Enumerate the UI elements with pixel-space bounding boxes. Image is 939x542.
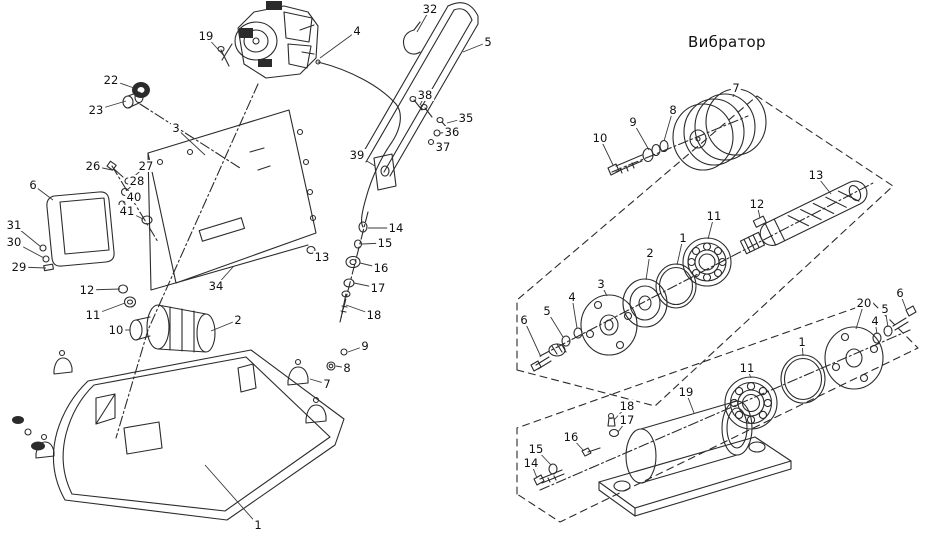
- part-number-label: 39: [348, 147, 366, 162]
- vibrator-pulley: [672, 88, 767, 171]
- part-number-label: 4: [351, 23, 363, 38]
- part-number-label: 3: [595, 276, 607, 291]
- flange-bolts-left: [530, 327, 583, 372]
- part-number-label: 17: [618, 412, 636, 427]
- part-number-label: 4: [869, 313, 881, 328]
- part-number-label: 14: [522, 455, 540, 470]
- o-ring-upper: [655, 263, 697, 309]
- part-number-label: 36: [443, 124, 461, 139]
- part-number-label: 37: [434, 139, 452, 154]
- part-number-label: 12: [748, 196, 766, 211]
- part-number-label: 7: [321, 376, 333, 391]
- part-number-label: 41: [118, 203, 136, 218]
- part-number-label: 10: [107, 322, 125, 337]
- part-number-label: 6: [894, 285, 906, 300]
- part-number-label: 18: [365, 307, 383, 322]
- part-number-label: 18: [618, 398, 636, 413]
- shaft-key: [752, 215, 767, 228]
- part-number-label: 16: [562, 429, 580, 444]
- part-number-label: 19: [677, 384, 695, 399]
- part-number-label: 11: [705, 208, 723, 223]
- part-number-label: 5: [482, 34, 494, 49]
- part-number-label: 23: [87, 102, 105, 117]
- part-number-label: 6: [518, 312, 530, 327]
- vibrator-housing: [598, 400, 792, 517]
- part-number-label: 2: [644, 245, 656, 260]
- part-number-label: 5: [541, 303, 553, 318]
- part-number-label: 28: [128, 173, 146, 188]
- bracket: [373, 153, 397, 191]
- part-number-label: 9: [627, 114, 639, 129]
- part-number-label: 11: [738, 360, 756, 375]
- flange-cover: [580, 294, 638, 356]
- part-number-label: 15: [527, 441, 545, 456]
- part-number-label: 16: [372, 260, 390, 275]
- handle-frame: [315, 2, 479, 228]
- part-number-label: 10: [591, 130, 609, 145]
- part-number-label: 4: [566, 289, 578, 304]
- part-number-label: 1: [252, 517, 264, 532]
- flange-end: [824, 326, 884, 390]
- part-number-label: 12: [78, 282, 96, 297]
- part-number-label: 15: [376, 235, 394, 250]
- base-plate: [12, 348, 348, 521]
- part-number-label: 19: [197, 28, 215, 43]
- grease-fitting: [607, 412, 620, 438]
- part-number-label: 1: [677, 230, 689, 245]
- leader-line: [204, 464, 259, 526]
- part-number-label: 14: [387, 220, 405, 235]
- part-number-label: 13: [807, 167, 825, 182]
- part-number-label: 29: [10, 259, 28, 274]
- center-axis-lines: [111, 83, 911, 491]
- mount-hardware-column: [306, 221, 368, 319]
- part-number-label: 11: [84, 307, 102, 322]
- part-number-label: 30: [5, 234, 23, 249]
- part-number-label: 6: [27, 177, 39, 192]
- housing-bolts: [533, 447, 601, 486]
- part-number-label: 13: [313, 249, 331, 264]
- vibrator-shaft: [739, 180, 868, 255]
- part-number-label: 1: [796, 334, 808, 349]
- leader-line: [523, 319, 542, 358]
- part-number-label: 20: [855, 295, 873, 310]
- part-number-label: 31: [5, 217, 23, 232]
- vibrator-section-title: Вибратор: [688, 33, 766, 51]
- part-number-label: 5: [879, 301, 891, 316]
- guard-plate: [147, 109, 317, 291]
- part-number-label: 22: [102, 72, 120, 87]
- part-number-label: 3: [170, 120, 182, 135]
- part-number-label: 32: [421, 1, 439, 16]
- part-number-label: 8: [341, 360, 353, 375]
- part-number-label: 17: [369, 280, 387, 295]
- part-number-label: 2: [232, 312, 244, 327]
- leader-line: [319, 30, 358, 59]
- seal-cover: [622, 278, 668, 328]
- part-number-label: 38: [416, 87, 434, 102]
- exciter-assembly: [117, 284, 216, 353]
- part-number-label: 34: [207, 278, 225, 293]
- part-number-label: 26: [84, 158, 102, 173]
- part-number-label: 40: [125, 189, 143, 204]
- part-number-label: 7: [730, 80, 742, 95]
- part-number-label: 35: [457, 110, 475, 125]
- part-number-label: 9: [359, 338, 371, 353]
- part-number-label: 8: [667, 102, 679, 117]
- engine: [217, 1, 319, 79]
- bearing-upper: [682, 237, 732, 287]
- part-number-label: 27: [137, 158, 155, 173]
